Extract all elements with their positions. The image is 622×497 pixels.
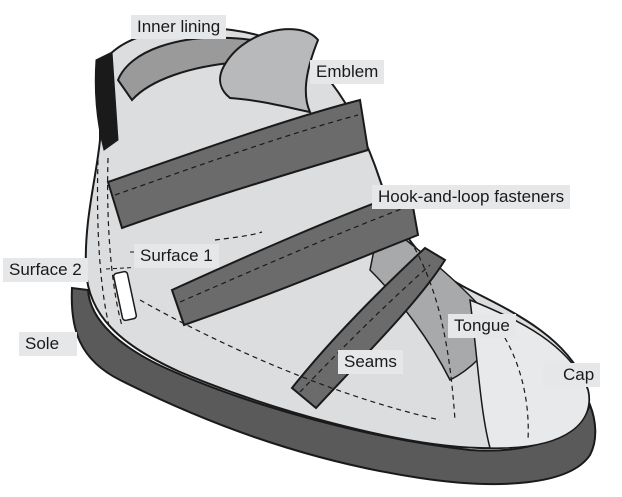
label-inner-lining: Inner lining bbox=[131, 15, 226, 39]
label-surface-2: Surface 2 bbox=[3, 258, 88, 282]
label-emblem: Emblem bbox=[310, 60, 384, 84]
label-sole: Sole bbox=[19, 332, 77, 356]
label-tongue: Tongue bbox=[448, 314, 516, 338]
label-seams: Seams bbox=[338, 350, 403, 374]
label-cap: Cap bbox=[543, 363, 600, 387]
label-hook-and-loop-fasteners: Hook-and-loop fasteners bbox=[372, 185, 570, 209]
label-surface-1: Surface 1 bbox=[134, 244, 219, 268]
